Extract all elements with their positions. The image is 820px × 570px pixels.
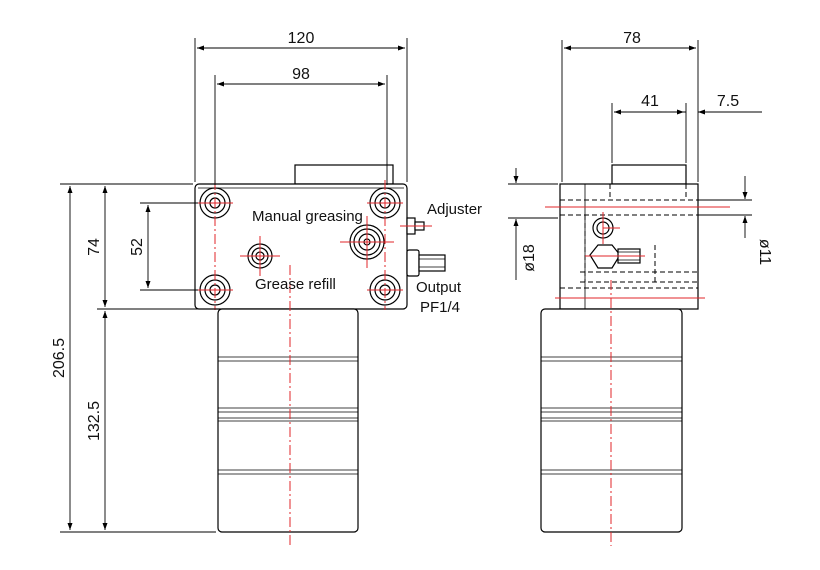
dimension-width: 120 (194, 30, 408, 182)
output-port-fitting (406, 249, 446, 277)
dim-52: 52 (129, 238, 146, 256)
adjuster-nut (400, 217, 432, 235)
front-view: Manual greasing Grease refill Adjuster O… (51, 30, 482, 546)
side-block (559, 183, 699, 310)
dim-41: 41 (641, 93, 659, 110)
dim-120: 120 (288, 30, 315, 47)
front-cylinder (217, 308, 359, 533)
dimension-bolt-spacing: 98 (214, 66, 388, 185)
dim-206-5: 206.5 (51, 338, 68, 378)
label-grease-refill: Grease refill (255, 276, 336, 293)
dimension-bolt-vertical: 52 (129, 202, 198, 291)
dim-78: 78 (623, 30, 641, 47)
dim-74: 74 (86, 238, 103, 256)
dim-dia11: ø11 (756, 239, 773, 265)
dim-98: 98 (292, 66, 310, 83)
dim-132-5: 132.5 (86, 401, 103, 441)
label-port: PF1/4 (420, 299, 460, 316)
front-top-tab (294, 164, 394, 185)
dim-dia18: ø18 (521, 244, 538, 272)
dim-7-5: 7.5 (717, 93, 739, 110)
dimension-cylinder-height: 132.5 (86, 311, 108, 530)
dimension-offset: 41 (611, 93, 687, 163)
label-output: Output (416, 279, 462, 296)
grease-refill-fitting (240, 236, 280, 276)
dimension-dia18: ø18 (508, 168, 558, 280)
dimension-small: 7.5 (660, 93, 762, 115)
side-view: 78 41 7.5 ø18 (508, 30, 773, 546)
side-top-tab (611, 164, 687, 185)
dimension-depth: 78 (561, 30, 699, 182)
dimension-block-height: 74 (86, 186, 216, 310)
dimension-total-height: 206.5 (51, 183, 216, 533)
label-manual-greasing: Manual greasing (252, 208, 363, 225)
label-adjuster: Adjuster (427, 201, 482, 218)
dimension-dia11: ø11 (700, 176, 773, 265)
